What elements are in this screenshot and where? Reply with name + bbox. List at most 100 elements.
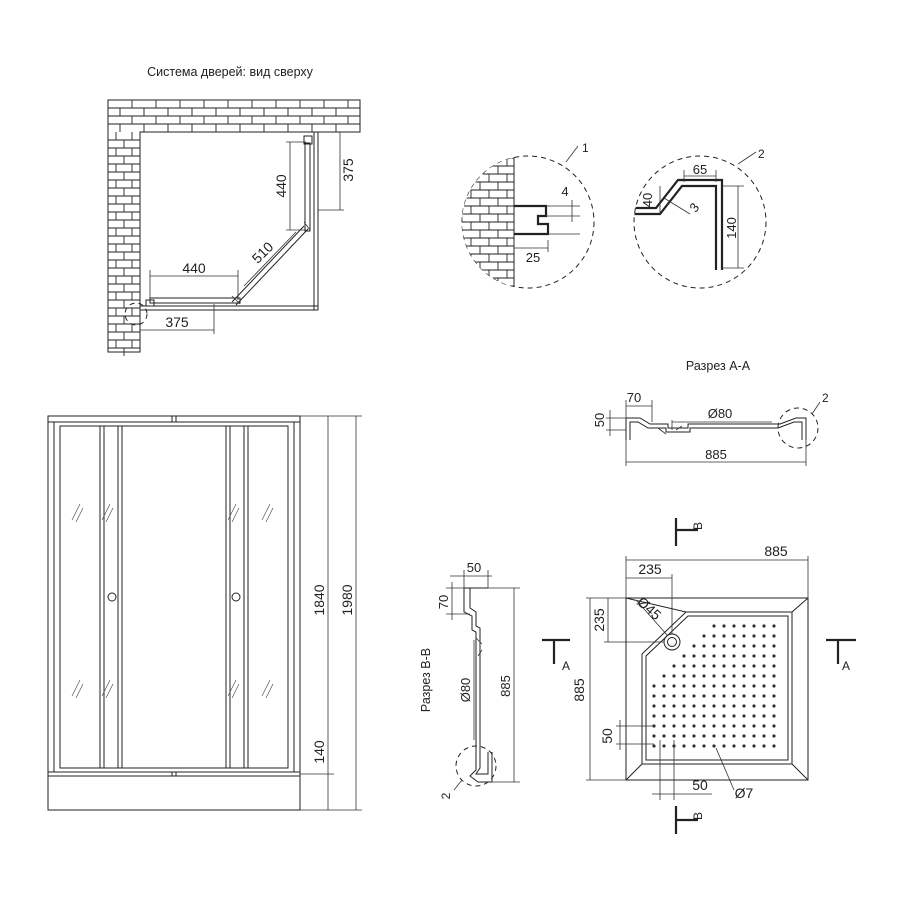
- dim-label: 50: [692, 777, 708, 793]
- tray-dot: [672, 714, 676, 718]
- tray-dot: [682, 674, 686, 678]
- tray-dot: [692, 744, 696, 748]
- drain-inner: [667, 637, 677, 647]
- tray-dot: [732, 714, 736, 718]
- glass-reflection: [75, 507, 84, 523]
- tray-dot: [752, 654, 756, 658]
- dim-label: 510: [249, 238, 277, 266]
- tray-dot: [772, 734, 776, 738]
- tray-dot: [722, 734, 726, 738]
- tray-dot: [712, 704, 716, 708]
- drain-outer: [663, 633, 681, 651]
- glass-reflection: [101, 503, 111, 521]
- tray-dot: [682, 744, 686, 748]
- tray-dot: [662, 744, 666, 748]
- dim-label: Ø80: [708, 406, 733, 421]
- tray-dot: [752, 624, 756, 628]
- tray-dot: [752, 704, 756, 708]
- tray-dot: [722, 634, 726, 638]
- tray-dot: [712, 724, 716, 728]
- detail-callout: 2: [822, 391, 829, 405]
- tray-dot: [732, 724, 736, 728]
- tray-dot: [682, 684, 686, 688]
- dim-label: 140: [724, 217, 739, 239]
- tray-dot: [682, 714, 686, 718]
- tray-dot: [762, 624, 766, 628]
- tray-dot: [682, 734, 686, 738]
- tray-dot: [712, 654, 716, 658]
- tray-dot: [712, 664, 716, 668]
- enclosure-frame: [124, 132, 319, 326]
- glass-reflection: [261, 679, 271, 697]
- tray-dot: [722, 624, 726, 628]
- glass-reflection: [105, 507, 114, 523]
- glass-reflection: [101, 679, 111, 697]
- tray-dot: [662, 714, 666, 718]
- tray-dot: [682, 664, 686, 668]
- tray-dot: [762, 734, 766, 738]
- dim-label: 440: [182, 260, 206, 276]
- detail-1: 4 25 1: [461, 141, 595, 289]
- glass-reflection: [105, 683, 114, 699]
- tray-dot: [762, 724, 766, 728]
- section-b-b: Разрез В-В 50 70 Ø80 885 2: [419, 560, 520, 799]
- front-view-dimensions: 1980 1840 140: [300, 415, 362, 811]
- cut-label: B: [691, 522, 705, 530]
- tray-dot: [712, 674, 716, 678]
- tray-dot: [672, 734, 676, 738]
- tray-dot: [712, 684, 716, 688]
- tray-dot: [762, 664, 766, 668]
- tray-dot: [772, 714, 776, 718]
- tray-dot: [752, 744, 756, 748]
- glass-reflection: [231, 507, 240, 523]
- tray-dot: [762, 674, 766, 678]
- tray-dot: [752, 674, 756, 678]
- cut-marker-a-right: A: [826, 638, 856, 673]
- glass-reflection: [265, 507, 274, 523]
- dim-label: 885: [764, 543, 788, 559]
- tray-dot: [732, 624, 736, 628]
- tray-dot: [722, 644, 726, 648]
- tray-dot: [772, 674, 776, 678]
- tray-dot: [772, 694, 776, 698]
- tray-dot: [702, 704, 706, 708]
- tray-dot: [702, 744, 706, 748]
- tray-dot: [762, 714, 766, 718]
- tray-dot: [652, 744, 656, 748]
- tray-dot: [752, 724, 756, 728]
- tray-dot: [692, 714, 696, 718]
- tray-dot: [672, 724, 676, 728]
- tray-dot: [712, 714, 716, 718]
- tray-dot: [772, 724, 776, 728]
- tray-dot: [652, 714, 656, 718]
- tray-dot: [732, 744, 736, 748]
- dim-label: 4: [561, 184, 568, 199]
- dim-label: 375: [165, 314, 189, 330]
- tray-dot: [742, 744, 746, 748]
- tray-dot: [672, 684, 676, 688]
- tray-dot: [692, 724, 696, 728]
- tray-dot: [732, 694, 736, 698]
- dim-label: Ø80: [458, 678, 473, 703]
- tray-dot: [652, 694, 656, 698]
- tray-dot: [692, 684, 696, 688]
- tray-dot: [762, 684, 766, 688]
- tray-dot: [702, 634, 706, 638]
- tray-dot: [672, 704, 676, 708]
- tray-dot: [742, 664, 746, 668]
- tray-dot: [702, 714, 706, 718]
- tray-dot: [652, 734, 656, 738]
- tray-dot: [772, 644, 776, 648]
- dim-440-horizontal: 440: [149, 260, 239, 300]
- tray-dot: [772, 684, 776, 688]
- tray-dot: [662, 684, 666, 688]
- tray-dot: [702, 674, 706, 678]
- tray-dot: [742, 634, 746, 638]
- dim-label: 885: [571, 678, 587, 702]
- cut-label: A: [842, 659, 850, 673]
- glass-reflection: [265, 683, 274, 699]
- tray-dot: [712, 694, 716, 698]
- dim-label: 3: [686, 200, 703, 214]
- tray-dot: [702, 694, 706, 698]
- tray-dot: [742, 684, 746, 688]
